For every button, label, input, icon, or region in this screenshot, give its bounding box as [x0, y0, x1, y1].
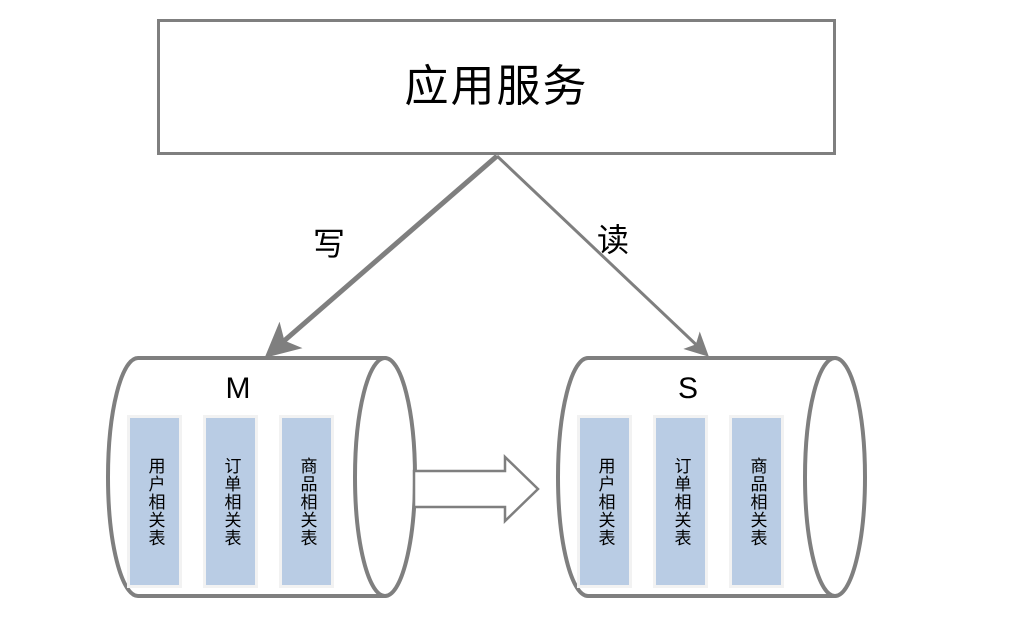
master-table-order[interactable]: 订单相关表: [203, 415, 258, 588]
replication-arrow[interactable]: [412, 454, 540, 524]
slave-table-product[interactable]: 商品相关表: [729, 415, 784, 588]
master-table-user[interactable]: 用户相关表: [127, 415, 182, 588]
master-table-order-label: 订单相关表: [220, 456, 241, 547]
slave-table-order-label: 订单相关表: [670, 456, 691, 547]
slave-table-product-label: 商品相关表: [746, 456, 767, 547]
master-table-product-label: 商品相关表: [296, 456, 317, 547]
slave-table-user-label: 用户相关表: [594, 456, 615, 547]
slave-db-letter: S: [677, 372, 698, 405]
app-service-box[interactable]: 应用服务: [157, 19, 836, 155]
slave-table-order[interactable]: 订单相关表: [653, 415, 708, 588]
master-table-user-label: 用户相关表: [144, 456, 165, 547]
master-db-letter: M: [225, 372, 251, 405]
master-table-product[interactable]: 商品相关表: [279, 415, 334, 588]
slave-table-user[interactable]: 用户相关表: [577, 415, 632, 588]
read-edge-label: 读: [597, 221, 630, 259]
write-arrow[interactable]: [264, 154, 499, 358]
app-service-label: 应用服务: [404, 61, 589, 112]
write-edge-label: 写: [313, 225, 346, 263]
